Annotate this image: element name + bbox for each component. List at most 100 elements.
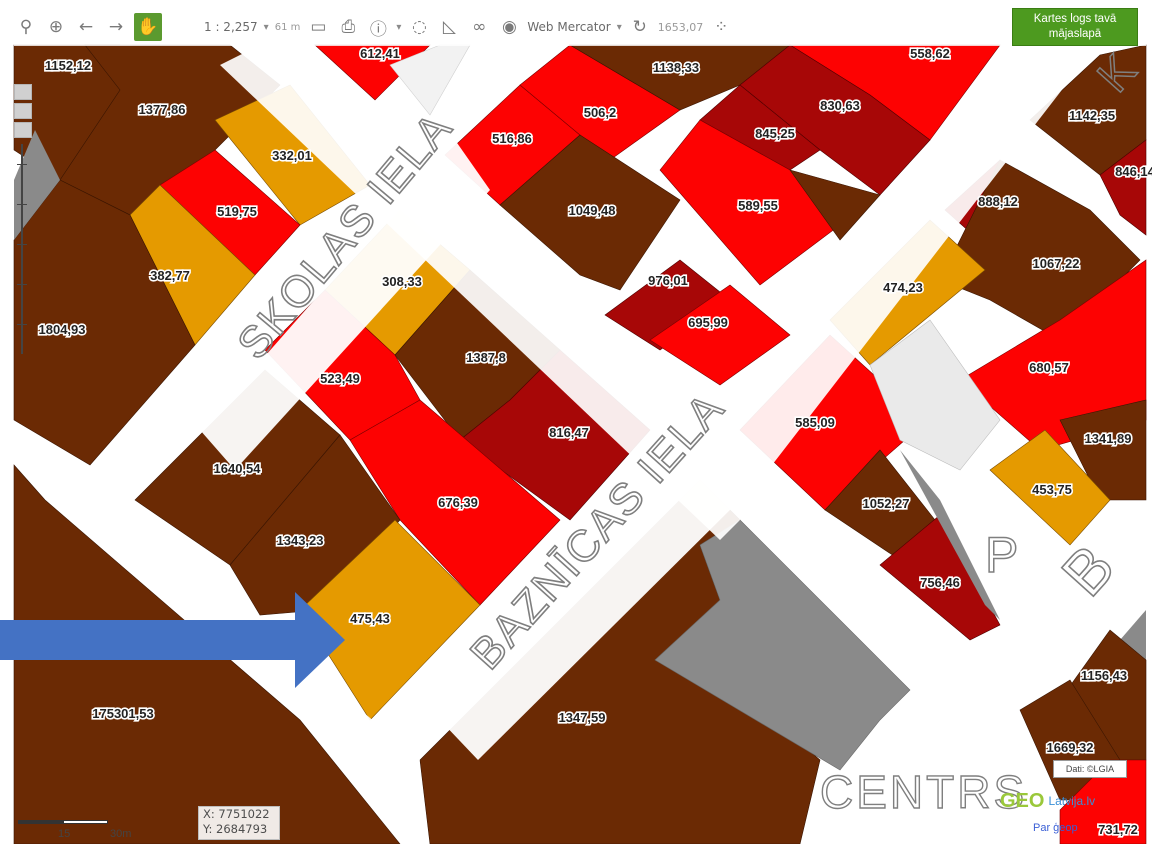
pointer-arrow-icon (0, 592, 345, 688)
parcel-area-label-p1804: 1804,93 (39, 322, 86, 337)
link-icon[interactable]: ∞ (472, 17, 487, 37)
parcel-area-label-p845: 845,25 (755, 126, 795, 141)
projection-dropdown-icon[interactable]: ▾ (616, 21, 622, 33)
gray-building-nw (14, 130, 60, 240)
logo-geo: GEO (1000, 789, 1045, 812)
zoom-slider-track[interactable] (21, 144, 23, 354)
parcel-area-label-p695: 695,99 (688, 315, 728, 330)
parcel-area-label-p308: 308,33 (382, 274, 422, 289)
parcel-p846[interactable] (1099, 139, 1147, 236)
projection-select[interactable]: Web Mercator (527, 20, 611, 34)
parcel-area-label-p1152: 1152,12 (45, 58, 91, 73)
road-east-diagonal (700, 60, 1085, 500)
parcel-area-label-p680: 680,57 (1029, 360, 1069, 375)
parcel-area-label-p1067: 1067,22 (1033, 256, 1080, 271)
scale-label-2: 30m (110, 828, 132, 840)
parcel-area-label-p585: 585,09 (795, 415, 835, 430)
parcel-area-label-p1640: 1640,54 (214, 461, 262, 476)
dots-icon[interactable]: ⁘ (714, 17, 729, 37)
parcel-area-label-p589: 589,55 (738, 198, 778, 213)
parcel-label-layer: 1152,121377,86612,41332,01519,75382,7718… (37, 44, 1152, 838)
embed-button-line1: Kartes logs tavā (1033, 13, 1117, 25)
parcel-area-label-p1049: 1049,48 (569, 203, 616, 218)
identify-icon[interactable]: ⚲ (19, 17, 33, 37)
zoom-tick (17, 244, 27, 245)
parcel-area-label-p1343: 1343,23 (277, 533, 324, 548)
parcel-area-label-p453: 453,75 (1032, 482, 1072, 497)
light-building-right (869, 319, 1001, 471)
zoom-tick (17, 284, 27, 285)
info-icon[interactable]: ⓘ (369, 19, 387, 40)
zoom-mid-button[interactable] (14, 103, 32, 119)
parcel-area-label-p1347: 1347,59 (559, 710, 606, 725)
parcel-p1341[interactable] (1059, 399, 1147, 501)
parcel-area-label-p1669: 1669,32 (1047, 740, 1094, 755)
parcel-area-label-p1341: 1341,89 (1085, 431, 1132, 446)
parcel-area-label-p1156: 1156,43 (1081, 668, 1127, 683)
parcel-area-label-p888: 888,12 (978, 194, 1018, 209)
coord-y: Y: 2684793 (203, 822, 268, 836)
parcel-area-label-p1052: 1052,27 (863, 496, 910, 511)
zoom-tick (17, 204, 27, 205)
parcel-area-label-p523: 523,49 (320, 371, 360, 386)
export-icon[interactable]: ▭ (310, 17, 327, 37)
back-icon[interactable]: ← (78, 17, 94, 37)
locate-icon[interactable]: ⊕ (48, 17, 64, 37)
parcel-p676[interactable] (349, 399, 561, 606)
parcel-p756[interactable] (879, 514, 1001, 641)
street-label-p: P (985, 527, 1018, 583)
road-baznicas-iela (440, 460, 738, 760)
parcel-p695[interactable] (649, 284, 791, 386)
parcel-area-label-p846: 846,14 (1115, 164, 1152, 179)
coord-x: X: 7751022 (203, 807, 270, 821)
gray-building-south (654, 519, 911, 771)
parcel-p680[interactable] (959, 259, 1147, 451)
draw-icon[interactable]: ◺ (442, 17, 456, 37)
zoom-tick (17, 324, 27, 325)
info-dropdown-icon[interactable]: ▾ (396, 21, 402, 33)
gray-building-mid (900, 450, 1000, 620)
parcel-area-label-p1138: 1138,33 (653, 60, 699, 75)
zoom-in-button[interactable] (14, 84, 32, 100)
parcel-area-label-p516: 516,86 (492, 131, 532, 146)
scale-dropdown-icon[interactable]: ▾ (263, 21, 269, 33)
print-icon[interactable]: ⎙ (341, 17, 356, 37)
parcel-p506[interactable] (519, 44, 681, 161)
map-toolbar: ⚲ ⊕ ← → ✋ 1 : 2,257 ▾ 61 m ▭ ⎙ ⓘ ▾ ◌ ◺ ∞… (14, 8, 1146, 46)
district-label-centrs: CENTRS (820, 766, 1027, 818)
parcel-area-label-p830: 830,63 (820, 98, 860, 113)
geolocate-icon[interactable]: ◉ (501, 17, 517, 37)
about-geoportal-link[interactable]: Par ģeop (1033, 822, 1078, 834)
embed-button-line2: mājaslapā (1048, 28, 1102, 40)
scale-overlay-text: 61 m (274, 21, 301, 33)
parcel-p475[interactable] (299, 519, 481, 721)
zoom-tick (17, 164, 27, 165)
refresh-icon[interactable]: ↻ (632, 17, 647, 37)
coord-overlay-text: 1653,07 (657, 20, 704, 34)
forward-icon[interactable]: → (108, 17, 124, 37)
parcel-area-label-p976: 976,01 (648, 273, 688, 288)
zoom-navigation[interactable] (14, 84, 34, 364)
scale-label-1: 15 (58, 828, 71, 840)
data-credit: Dati: ©LGIA (1053, 760, 1127, 778)
scale-readout[interactable]: 1 : 2,257 (204, 20, 258, 34)
parcel-area-label-p816: 816,47 (549, 425, 589, 440)
parcel-area-label-p475: 475,43 (350, 611, 390, 626)
parcel-p1142[interactable] (1029, 44, 1147, 176)
parcel-p1049[interactable] (499, 134, 681, 291)
embed-map-button[interactable]: Kartes logs tavā mājaslapā (1012, 8, 1138, 46)
scale-bar-segment (63, 820, 108, 824)
geolatvija-logo[interactable]: GEO Latvija.lv (1000, 790, 1140, 812)
parcel-area-label-p175301: 175301,53 (92, 706, 153, 721)
measure-icon[interactable]: ◌ (411, 17, 427, 37)
parcel-area-label-p558: 558,62 (910, 46, 950, 61)
parcel-area-label-p382: 382,77 (150, 268, 190, 283)
road-south-diagonal (14, 440, 420, 780)
parcel-p453[interactable] (989, 429, 1111, 546)
parcel-area-label-p612: 612,41 (360, 46, 400, 61)
zoom-out-button[interactable] (14, 122, 32, 138)
pan-hand-icon[interactable]: ✋ (134, 13, 162, 41)
scale-bar-segment (18, 820, 63, 824)
